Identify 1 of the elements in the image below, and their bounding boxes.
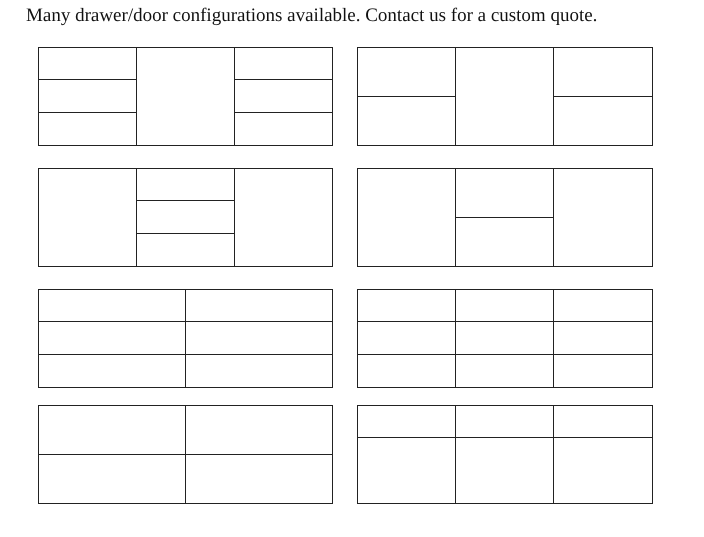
title: Many drawer/door configurations available. Contact us for a custom quote.	[26, 5, 598, 27]
